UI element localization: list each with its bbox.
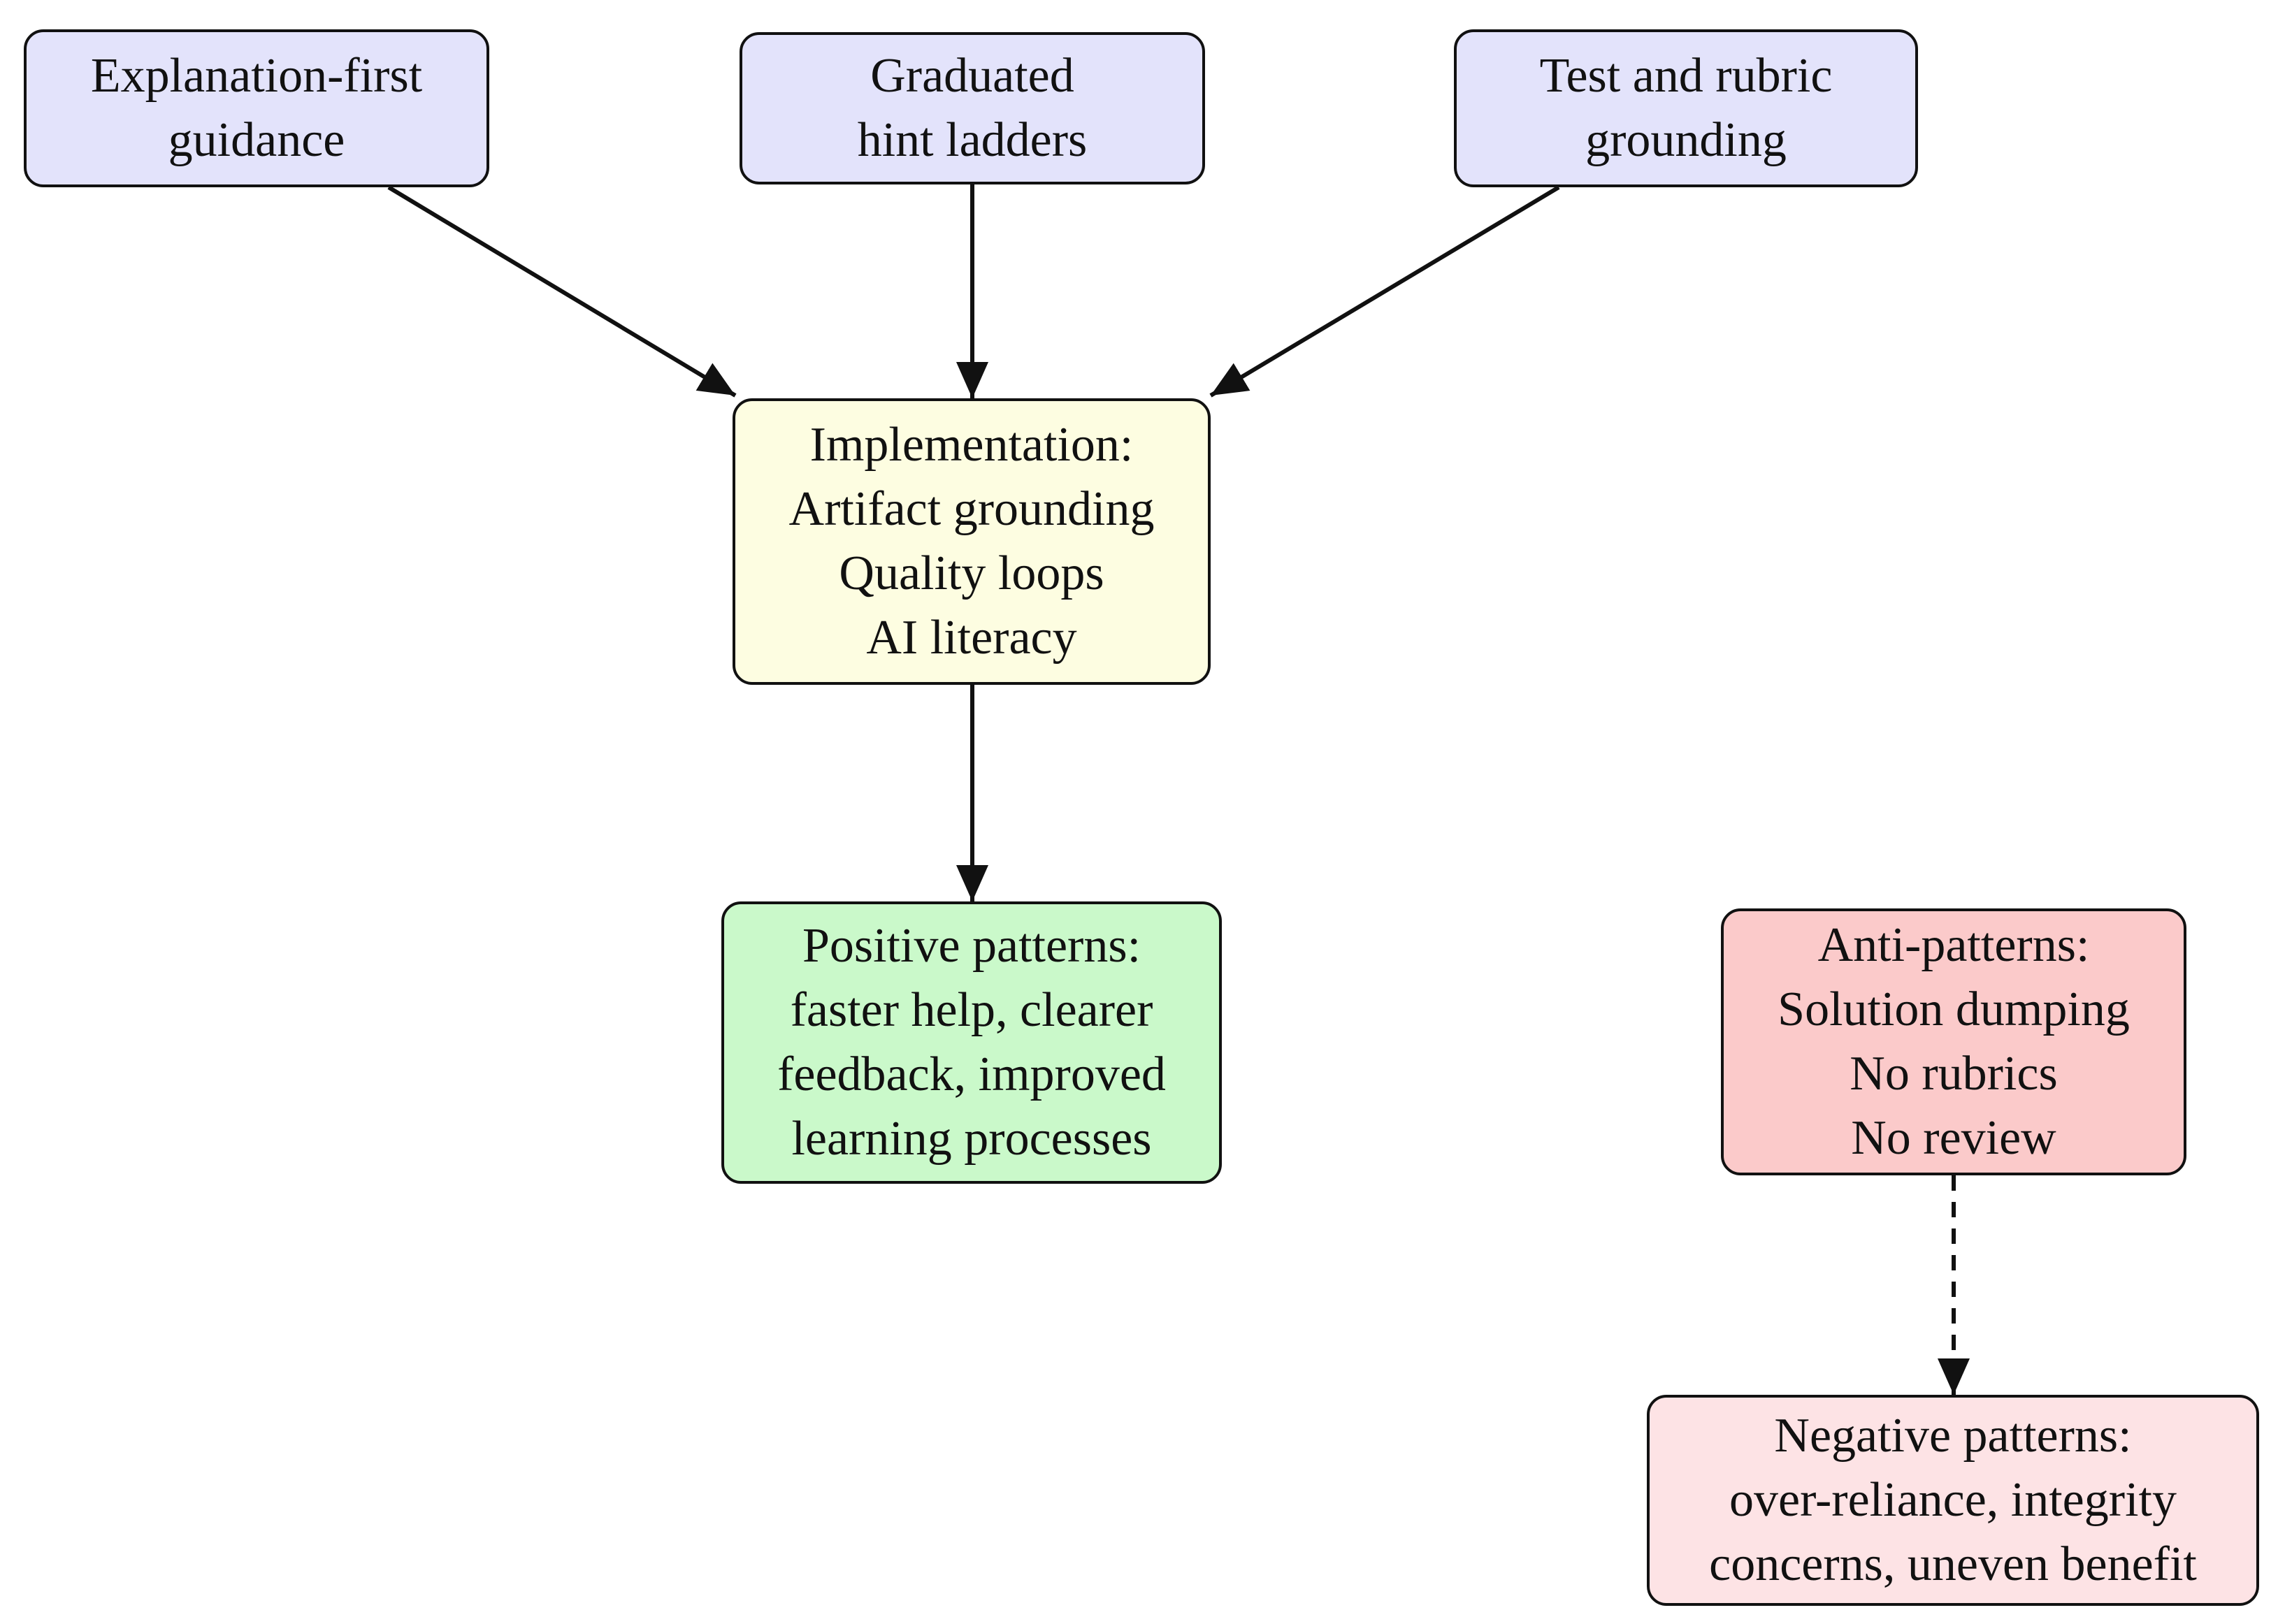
node-line: Positive patterns: (802, 919, 1141, 973)
test-rubric-node: Test and rubric grounding (1454, 29, 1918, 187)
node-line: Anti-patterns: (1817, 918, 2090, 972)
node-line: over-reliance, integrity (1729, 1473, 2177, 1527)
node-line: Graduated (870, 49, 1074, 103)
node-line: faster help, clearer (790, 983, 1153, 1037)
node-line: Test and rubric (1539, 49, 1833, 103)
node-line: Negative patterns: (1774, 1409, 2132, 1463)
node-line: grounding (1585, 113, 1787, 167)
node-line: feedback, improved (777, 1047, 1166, 1101)
node-line: learning processes (791, 1112, 1152, 1166)
node-line: Solution dumping (1778, 983, 2130, 1036)
node-line: Explanation-first (90, 49, 423, 103)
explanation-first-node: Explanation-first guidance (24, 29, 489, 187)
node-line: guidance (168, 113, 345, 167)
graduated-hints-node: Graduated hint ladders (740, 32, 1205, 184)
node-line: Artifact grounding (788, 482, 1155, 536)
edge-test-to-implementation (1209, 185, 1560, 398)
node-line: No review (1851, 1111, 2056, 1165)
node-line: concerns, uneven benefit (1709, 1537, 2197, 1591)
node-line: No rubrics (1850, 1047, 2058, 1101)
anti-patterns-node: Anti-patterns: Solution dumping No rubri… (1721, 908, 2186, 1175)
node-line: Implementation: (809, 418, 1134, 472)
positive-patterns-node: Positive patterns: faster help, clearer … (721, 901, 1222, 1184)
implementation-node: Implementation: Artifact grounding Quali… (733, 398, 1211, 685)
edge-explanation-to-implementation (387, 185, 737, 398)
negative-patterns-node: Negative patterns: over-reliance, integr… (1647, 1395, 2259, 1606)
node-line: AI literacy (866, 611, 1077, 665)
node-line: hint ladders (857, 113, 1088, 167)
node-line: Quality loops (839, 546, 1104, 600)
